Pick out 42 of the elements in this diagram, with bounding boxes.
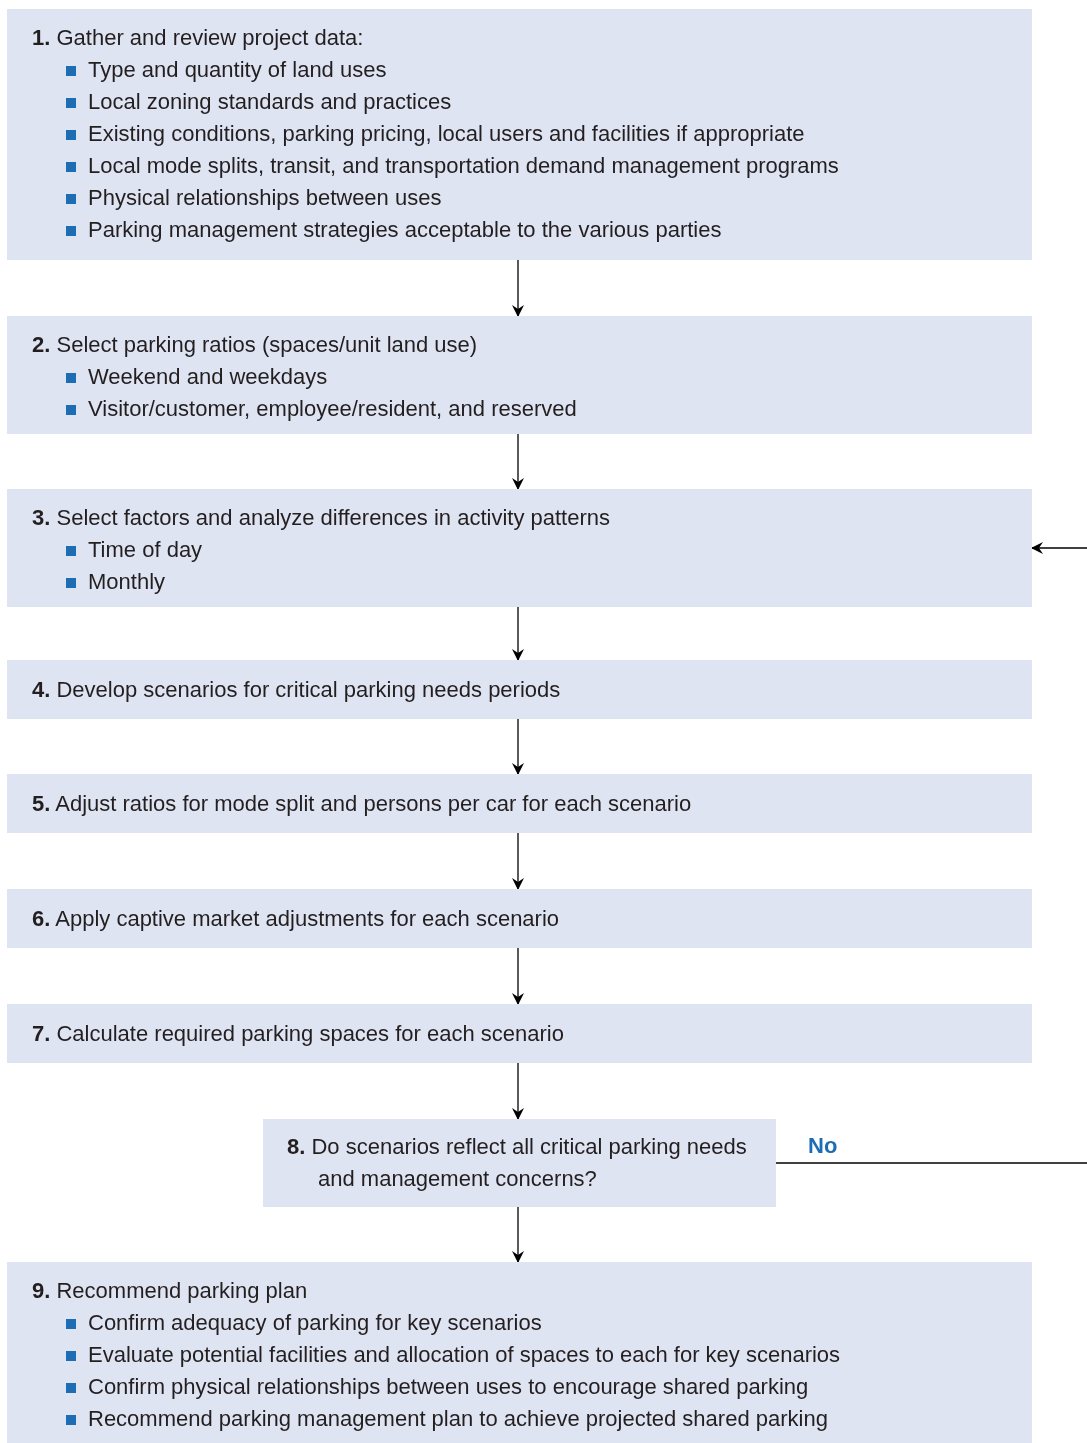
- bullet-item: Parking management strategies acceptable to the various parties: [32, 214, 1012, 246]
- step-heading: 8. Do scenarios reflect all critical parking needs and management concerns?: [287, 1133, 748, 1193]
- process-box: [7, 774, 1032, 833]
- process-box: [7, 1004, 1032, 1063]
- bullet-item: Confirm physical relationships between uses to encourage shared parking: [32, 1371, 1012, 1403]
- process-box: [7, 316, 1032, 434]
- arrow: [512, 947, 524, 1005]
- arrow: [512, 1206, 524, 1263]
- step-heading: 3. Select factors and analyze differences in activity patterns: [32, 504, 612, 532]
- process-box: [7, 660, 1032, 719]
- arrow: [512, 433, 524, 490]
- bullet-item: Confirm adequacy of parking for key scenarios: [32, 1307, 1012, 1339]
- bullet-item: Weekend and weekdays: [32, 361, 1012, 393]
- arrow: [512, 832, 524, 890]
- bullet-item: Visitor/customer, employee/resident, and reserved: [32, 393, 1012, 425]
- process-box: [7, 9, 1032, 260]
- process-box: [7, 489, 1032, 607]
- bullet-item: Evaluate potential facilities and allocation of spaces to each for key scenarios: [32, 1339, 1012, 1371]
- step-heading: 9. Recommend parking plan: [32, 1277, 309, 1305]
- bullet-item: Physical relationships between uses: [32, 182, 1012, 214]
- process-box: [263, 1119, 776, 1207]
- arrow: [512, 606, 524, 661]
- bullet-item: Existing conditions, parking pricing, local users and facilities if appropriate: [32, 118, 1012, 150]
- bullet-item: Recommend parking management plan to achieve projected shared parking: [32, 1403, 1012, 1435]
- step-heading: 4. Develop scenarios for critical parking needs periods: [32, 675, 562, 704]
- bullet-item: Monthly: [32, 566, 1012, 598]
- step-heading: 2. Select parking ratios (spaces/unit land use): [32, 331, 479, 359]
- process-box: [7, 889, 1032, 948]
- bullet-item: Time of day: [32, 534, 1012, 566]
- step-heading: 1. Gather and review project data:: [32, 24, 365, 52]
- arrow: [512, 718, 524, 775]
- step-heading: 5. Adjust ratios for mode split and persons per car for each scenario: [32, 789, 693, 818]
- arrow: [512, 259, 524, 317]
- bullet-item: Local zoning standards and practices: [32, 86, 1012, 118]
- step-heading: 6. Apply captive market adjustments for each scenario: [32, 904, 561, 933]
- bullet-item: Type and quantity of land uses: [32, 54, 1012, 86]
- connector-line: [775, 1162, 1087, 1164]
- bullet-item: Local mode splits, transit, and transportation demand management programs: [32, 150, 1012, 182]
- process-box: [7, 1262, 1032, 1443]
- arrow: [1031, 542, 1087, 554]
- step-heading: 7. Calculate required parking spaces for each scenario: [32, 1019, 565, 1048]
- arrow: [512, 1062, 524, 1120]
